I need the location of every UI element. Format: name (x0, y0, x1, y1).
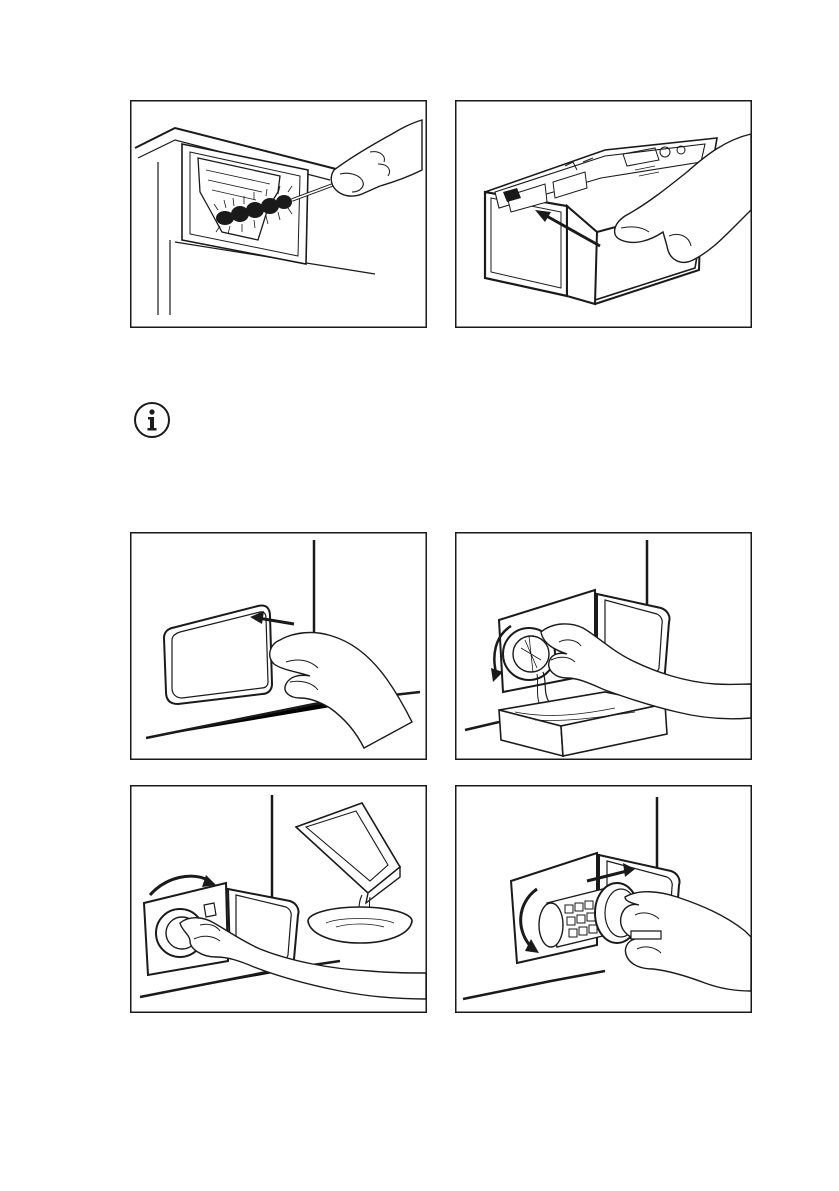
figure-dispenser-brush (130, 100, 427, 328)
figure-dispenser-insert (455, 100, 752, 328)
figure-filter-door-open (130, 532, 427, 760)
figure-filter-drain (455, 532, 752, 760)
figure-filter-remove (455, 785, 752, 1013)
figure-filter-empty-tray (130, 785, 427, 1013)
info-icon (133, 401, 171, 439)
